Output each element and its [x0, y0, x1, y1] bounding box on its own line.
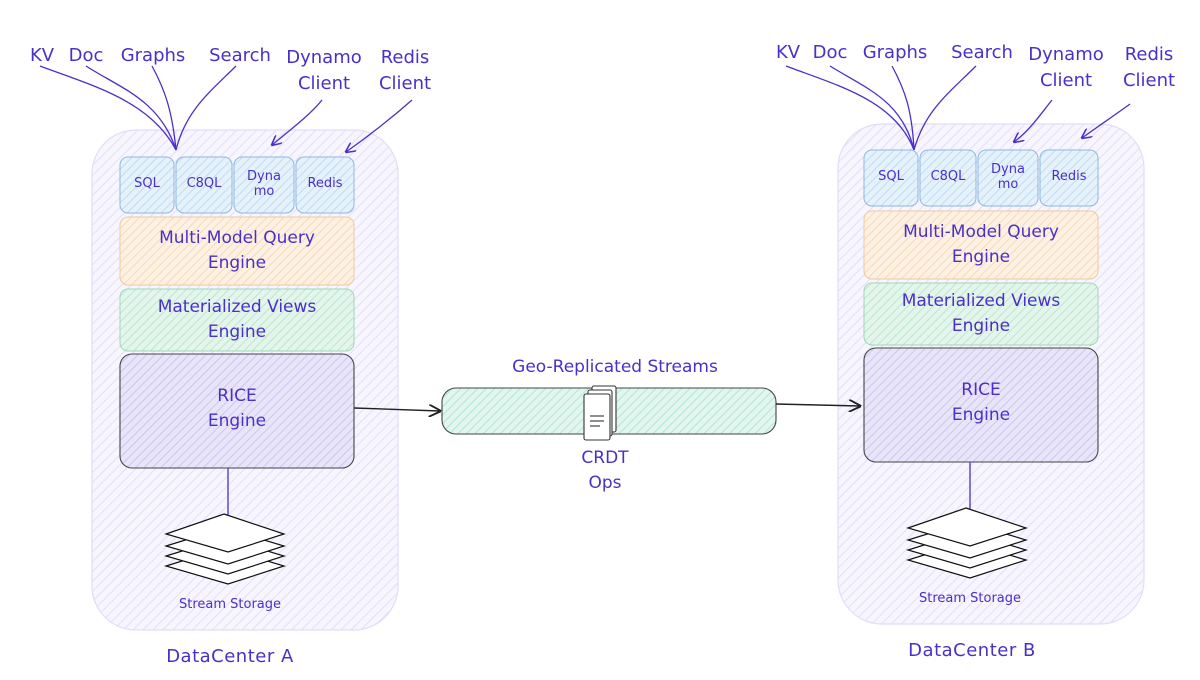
rice-engine-label: RICE Engine [951, 380, 1011, 425]
api-c8ql-label: C8QL [186, 176, 222, 191]
client-search-label: Search [209, 45, 271, 66]
api-redis-label: Redis [1051, 169, 1087, 184]
stream-storage-label: Stream Storage [178, 597, 282, 612]
views-engine-label: Materialized Views Engine [157, 297, 317, 342]
query-engine-box [863, 210, 1099, 280]
api-dynamo-label: Dyna mo [991, 162, 1025, 192]
client-redis-label: Redis Client [378, 47, 432, 94]
client-dynamo-label: Dynamo Client [1028, 44, 1104, 91]
views-engine-box [863, 282, 1099, 346]
datacenter-a-label: DataCenter A [166, 646, 294, 667]
client-doc-label: Doc [68, 45, 104, 66]
dynamo-api-box [233, 156, 295, 214]
rice-engine-box [119, 353, 355, 469]
redis-api-box [295, 156, 355, 214]
client-connectors-a [39, 65, 413, 152]
geo-replication-link [353, 385, 860, 441]
c8ql-api-box [175, 156, 233, 214]
client-kv-label: KV [775, 42, 801, 63]
c8ql-api-box [919, 149, 977, 207]
rice-engine-box [863, 347, 1099, 463]
client-dynamo-label: Dynamo Client [286, 47, 362, 94]
query-engine-label: Multi-Model Query Engine [159, 228, 315, 273]
api-c8ql-label: C8QL [930, 169, 966, 184]
redis-api-box [1039, 149, 1099, 207]
client-kv-label: KV [29, 45, 55, 66]
stream-storage-icon-a [163, 513, 287, 585]
rice-engine-label: RICE Engine [207, 386, 267, 431]
client-search-label: Search [951, 42, 1013, 63]
dynamo-api-box [977, 149, 1039, 207]
datacenter-b [785, 65, 1145, 625]
stream-storage-label: Stream Storage [918, 591, 1022, 606]
api-redis-label: Redis [307, 176, 343, 191]
client-graphs-label: Graphs [120, 45, 186, 66]
client-redis-label: Redis Client [1122, 44, 1176, 91]
sql-api-box [863, 149, 919, 207]
crdt-ops-icon [583, 385, 617, 441]
api-sql-label: SQL [134, 176, 160, 191]
api-dynamo-label: Dyna mo [247, 169, 281, 199]
crdt-ops-label: CRDT Ops [581, 448, 629, 493]
arrow-stream-to-b [775, 404, 860, 406]
arrow-a-to-stream [353, 408, 440, 411]
datacenter-b-label: DataCenter B [908, 640, 1036, 661]
query-engine-label: Multi-Model Query Engine [903, 222, 1059, 267]
geo-replicated-streams-label: Geo-Replicated Streams [512, 357, 718, 377]
client-graphs-label: Graphs [862, 42, 928, 63]
client-doc-label: Doc [812, 42, 848, 63]
sql-api-box [119, 156, 175, 214]
datacenter-a [39, 65, 413, 631]
views-engine-label: Materialized Views Engine [901, 291, 1061, 336]
views-engine-box [119, 288, 355, 352]
query-engine-box [119, 216, 355, 286]
api-sql-label: SQL [878, 169, 904, 184]
client-connectors-b [785, 65, 1131, 151]
stream-storage-icon-b [905, 507, 1029, 579]
